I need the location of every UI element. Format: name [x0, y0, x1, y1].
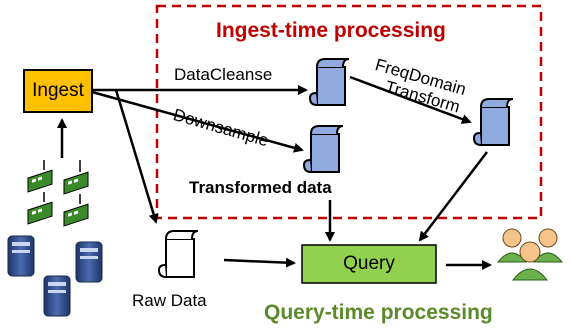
data-cleanse-scroll-icon [308, 58, 350, 106]
raw-data-scroll-icon [157, 230, 199, 278]
sensor-nodes-icon [27, 160, 89, 227]
ingest-time-title: Ingest-time processing [216, 19, 446, 42]
server-icon [7, 235, 35, 277]
query-label: Query [343, 253, 395, 274]
arrow-freq-to-query [418, 151, 488, 242]
arrow-raw-to-query [223, 257, 296, 268]
ingest-time-region [155, 4, 543, 220]
raw-data-label: Raw Data [132, 291, 207, 310]
freq-domain-scroll-icon [472, 98, 514, 146]
query-box [301, 244, 437, 284]
arrow-cleanse-to-freq [349, 75, 472, 124]
data-cleanse-label: DataCleanse [174, 65, 273, 84]
query-time-title: Query-time processing [264, 301, 493, 324]
users-icon [496, 228, 564, 281]
downsample-scroll-icon [302, 125, 344, 173]
server-icon [75, 241, 103, 283]
server-icon [43, 275, 71, 317]
flow-arrows [57, 75, 492, 270]
arrow-ingest-to-raw [114, 89, 159, 224]
transformed-data-label: Transformed data [189, 178, 332, 197]
arrow-ingest-to-downsample [91, 90, 304, 153]
ingest-label: Ingest [32, 80, 84, 101]
